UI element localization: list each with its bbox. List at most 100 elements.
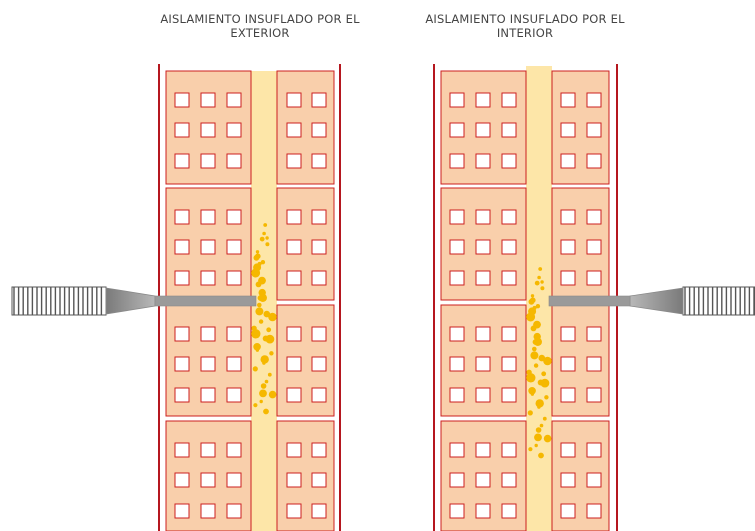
insulation-granule [530, 297, 536, 304]
insulation-granule [532, 346, 537, 352]
brick-hole [200, 472, 216, 488]
brick-hole [226, 153, 242, 169]
brick-hole [286, 326, 302, 342]
brick-hole [475, 270, 491, 286]
brick-hole [226, 326, 242, 342]
brick-hole [501, 387, 517, 403]
insulation-granule [268, 312, 277, 322]
brick-hole [475, 92, 491, 108]
brick-hole [174, 356, 190, 372]
brick-hole [311, 122, 327, 138]
insulation-granule [266, 327, 272, 333]
brick-hole [560, 387, 576, 403]
brick-hole [174, 472, 190, 488]
brick-hole [449, 122, 465, 138]
insulation-granule [255, 250, 260, 254]
brick-hole [449, 442, 465, 458]
insulation-granule [259, 236, 265, 242]
insulation-granule [530, 294, 535, 298]
brick-hole [311, 239, 327, 255]
brick-hole [286, 356, 302, 372]
brick-hole [311, 326, 327, 342]
brick-hole [286, 239, 302, 255]
insulation-granule [543, 434, 552, 443]
insulation-granule [255, 348, 259, 352]
brick-hole [501, 92, 517, 108]
brick-hole [226, 356, 242, 372]
injection-lance [154, 295, 257, 307]
brick-hole [286, 270, 302, 286]
brick-hole [501, 326, 517, 342]
brick-hole [200, 239, 216, 255]
brick-hole [311, 153, 327, 169]
brick-hole [475, 122, 491, 138]
insulation-granule [537, 275, 541, 280]
insulation-granule [540, 280, 544, 284]
panel-exterior [11, 64, 341, 531]
brick-hole [226, 387, 242, 403]
insulation-granule [253, 403, 258, 408]
insulation-granule [251, 329, 261, 339]
insulation-granule [534, 443, 538, 448]
brick-hole [226, 442, 242, 458]
insulation-granule [533, 363, 539, 368]
brick-hole [200, 356, 216, 372]
insulation-granule [262, 361, 266, 365]
insulation-granule [535, 399, 544, 408]
brick-hole [586, 326, 602, 342]
brick-hole [174, 122, 190, 138]
insulation-granule [269, 351, 274, 356]
nozzle-cone [105, 287, 156, 315]
insulation-granule [260, 355, 269, 364]
brick-hole [475, 387, 491, 403]
insulation-granule [535, 427, 542, 433]
insulation-granule [530, 351, 539, 360]
brick-hole [226, 239, 242, 255]
insulation-granule [260, 383, 267, 389]
brick-hole [311, 209, 327, 225]
brick-hole [560, 326, 576, 342]
brick-hole [286, 92, 302, 108]
brick-hole [586, 122, 602, 138]
brick-hole [560, 503, 576, 519]
brick-hole [174, 387, 190, 403]
brick-hole [174, 153, 190, 169]
brick-hole [226, 503, 242, 519]
brick-hole [501, 239, 517, 255]
insulation-granule [263, 310, 271, 318]
brick-hole [586, 503, 602, 519]
insulation-granule [542, 416, 547, 421]
insulation-granule [268, 390, 277, 399]
insulation-granule [526, 373, 536, 383]
brick-hole [311, 503, 327, 519]
insulation-granule [526, 312, 536, 322]
insulation-granule [251, 268, 261, 278]
insulation-granule [538, 354, 546, 362]
brick-hole [501, 356, 517, 372]
brick-hole [174, 209, 190, 225]
brick-hole [200, 442, 216, 458]
brick-hole [586, 92, 602, 108]
brick-hole [174, 442, 190, 458]
brick-hole [174, 503, 190, 519]
brick-hole [174, 270, 190, 286]
brick-hole [200, 326, 216, 342]
brick-hole [311, 442, 327, 458]
brick-hole [586, 153, 602, 169]
brick-hole [311, 92, 327, 108]
brick-hole [501, 472, 517, 488]
brick-hole [449, 239, 465, 255]
brick-hole [311, 270, 327, 286]
insulation-granule [530, 325, 537, 332]
brick-hole [560, 442, 576, 458]
insulation-granule [544, 395, 549, 400]
brick-hole [501, 122, 517, 138]
brick-hole [560, 153, 576, 169]
insulation-granule [252, 366, 258, 372]
insulation-granule [537, 405, 541, 409]
brick-hole [226, 472, 242, 488]
brick-hole [560, 239, 576, 255]
injection-lance [548, 295, 631, 307]
brick-hole [586, 387, 602, 403]
